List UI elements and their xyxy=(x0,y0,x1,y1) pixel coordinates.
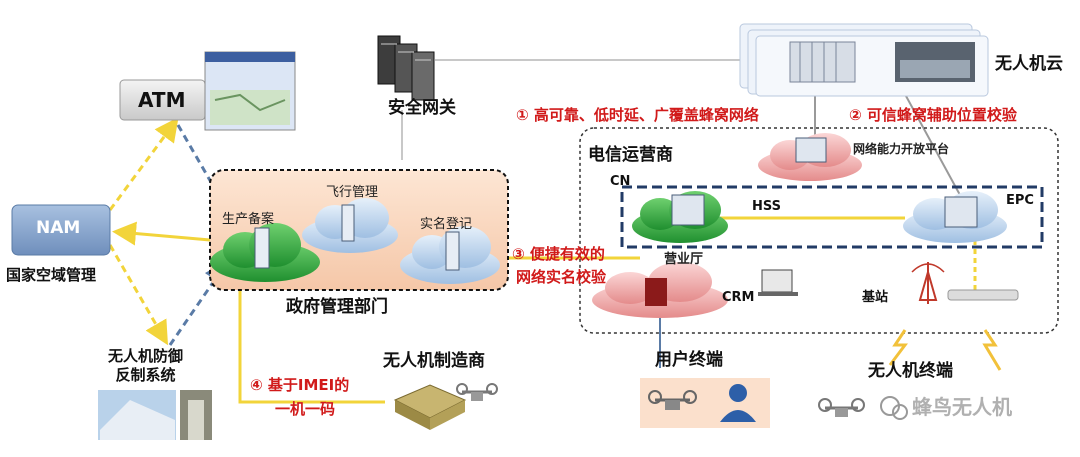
nam-label: NAM xyxy=(36,218,81,238)
annotation-1: ① 高可靠、低时延、广覆盖蜂窝网络 xyxy=(516,106,759,124)
atm-screen-image xyxy=(204,51,296,131)
nam-box xyxy=(11,204,111,256)
watermark-label: 蜂鸟无人机 xyxy=(912,395,1012,419)
uav-maker-label: 无人机制造商 xyxy=(383,351,485,371)
uav-maker-image xyxy=(393,383,498,430)
drone-icon xyxy=(818,398,865,417)
production-reg-label: 生产备案 xyxy=(222,212,275,227)
realname-reg-cloud xyxy=(400,226,500,284)
flight-mgmt-cloud xyxy=(302,198,398,253)
base-station-label: 基站 xyxy=(862,290,889,305)
drone-icon xyxy=(456,383,498,401)
cn-label: CN xyxy=(610,174,631,189)
annotation-4-line1: ④ 基于IMEI的 xyxy=(250,376,350,394)
uav-cloud-label: 无人机云 xyxy=(995,54,1063,74)
wechat-logo-icon xyxy=(880,396,908,420)
nam-caption: 国家空域管理 xyxy=(6,266,97,284)
server-rack-icon xyxy=(377,35,435,101)
open-platform-label: 网络能力开放平台 xyxy=(853,142,950,156)
drone-icon xyxy=(648,390,697,410)
nam-atm-link xyxy=(108,117,179,211)
maker-gov-link xyxy=(238,268,385,404)
flight-mgmt-label: 飞行管理 xyxy=(326,185,379,200)
user-terminal-box xyxy=(640,378,770,428)
open-platform-cloud xyxy=(758,133,862,181)
epc-cloud xyxy=(903,191,1007,243)
defense-images xyxy=(98,390,212,440)
atm-label: ATM xyxy=(138,88,186,112)
signal-bolt-left xyxy=(888,329,908,366)
hss-label: HSS xyxy=(752,199,782,214)
crm-cloud xyxy=(592,262,798,318)
defense-system-label: 无人机防御 反制系统 xyxy=(108,347,184,384)
business-hall-label: 营业厅 xyxy=(664,252,704,267)
gov-dept-label: 政府管理部门 xyxy=(286,297,388,317)
antenna-tower-icon xyxy=(911,262,1019,304)
user-avatar-icon xyxy=(720,384,756,422)
crm-label: CRM xyxy=(722,290,755,305)
realname-reg-label: 实名登记 xyxy=(420,217,473,232)
telecom-group xyxy=(579,127,1059,334)
cn-group xyxy=(620,185,1044,249)
nam-defense-link xyxy=(108,244,169,346)
annotation-4-line2: 一机一码 xyxy=(275,400,336,418)
defense-gov-link xyxy=(168,260,229,346)
annotation-3-line2: 网络实名校验 xyxy=(516,268,607,286)
annotation-3-line1: ③ 便捷有效的 xyxy=(512,245,605,263)
uav-terminal-label: 无人机终端 xyxy=(868,361,953,381)
telecom-label: 电信运营商 xyxy=(588,145,673,165)
gov-nam-link xyxy=(112,221,211,246)
epc-label: EPC xyxy=(1006,193,1034,208)
uav-cloud-panels xyxy=(739,23,989,97)
user-terminal-label: 用户终端 xyxy=(655,350,723,370)
production-reg-cloud xyxy=(210,223,320,282)
signal-bolt-right xyxy=(982,329,1002,371)
annotation-2: ② 可信蜂窝辅助位置校验 xyxy=(849,106,1017,124)
cloud-epc-link xyxy=(899,84,961,196)
hss-cloud xyxy=(632,191,728,243)
security-gateway-label: 安全网关 xyxy=(388,98,456,118)
